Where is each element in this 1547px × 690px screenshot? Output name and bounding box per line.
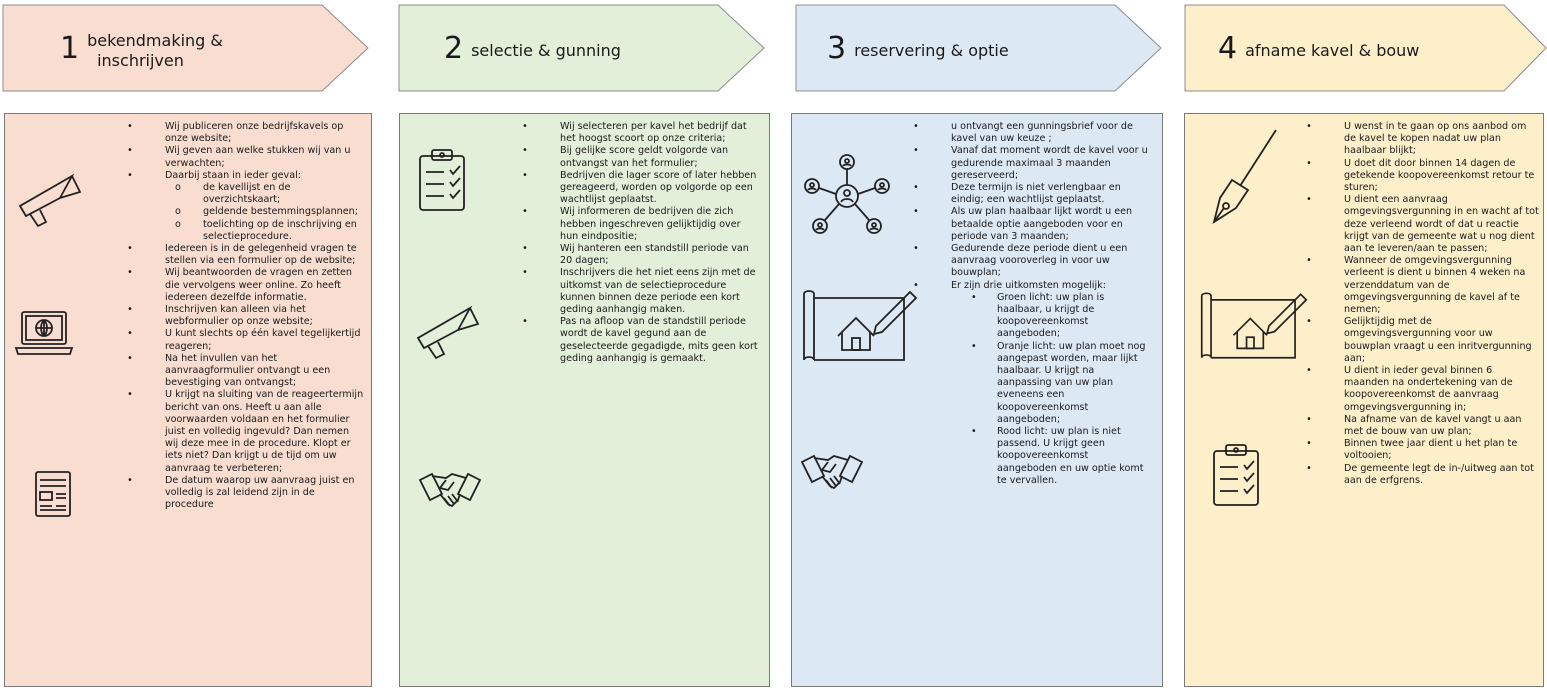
list-item: •U wenst in te gaan op ons aanbod om de … xyxy=(1306,121,1527,157)
list-item: •Inschrijven kan alleen via het webformu… xyxy=(127,304,313,328)
step-4-list: •U wenst in te gaan op ons aanbod om de … xyxy=(1306,121,1540,487)
list-item: •Binnen twee jaar dient u het plan te vo… xyxy=(1306,438,1518,462)
step-3-panel xyxy=(791,113,1163,687)
step-2-list: •Wij selecteren per kavel het bedrijf da… xyxy=(522,121,760,365)
list-item: •Na het invullen van het aanvraagformuli… xyxy=(127,352,331,389)
step-4-arrow: 4 afname kavel & bouw xyxy=(1184,4,1547,92)
fountain-pen-icon xyxy=(1206,128,1280,224)
step-title: bekendmaking &inschrijven xyxy=(87,31,223,70)
list-item: •Wij beantwoorden de vragen en zetten di… xyxy=(127,267,352,303)
sub-list-item: •Oranje licht: uw plan moet nog aangepas… xyxy=(971,340,1146,425)
list-item: •U kunt slechts op één kavel tegelijkert… xyxy=(127,328,361,352)
list-item: •Gelijktijdig met de omgevingsvergunning… xyxy=(1306,316,1532,364)
list-item: •Inschrijvers die het niet eens zijn met… xyxy=(522,267,756,316)
step-2-arrow: 2 selectie & gunning xyxy=(398,4,768,92)
list-item: •U doet dit door binnen 14 dagen de gete… xyxy=(1306,157,1535,194)
list-item: •Wij selecteren per kavel het bedrijf da… xyxy=(522,121,747,145)
list-item: •Na afname van de kavel vangt u aan met … xyxy=(1306,413,1522,438)
newspaper-icon xyxy=(32,468,76,520)
megaphone-icon xyxy=(414,300,486,362)
sub-list-item: •Groen licht: uw plan is haalbaar, u kri… xyxy=(971,291,1105,340)
arrow-shape xyxy=(795,4,1162,92)
list-item: •Er zijn drie uitkomsten mogelijk: •Groe… xyxy=(913,280,1151,487)
list-item: •U dient in ieder geval binnen 6 maanden… xyxy=(1306,365,1513,413)
handshake-icon xyxy=(418,470,482,516)
megaphone-icon xyxy=(16,168,88,230)
step-number: 2 xyxy=(444,30,464,66)
step-1-list: •Wij publiceren onze bedrijfskavels op o… xyxy=(127,121,365,512)
clipboard-checklist-icon xyxy=(1210,438,1262,512)
handshake-icon xyxy=(800,452,864,498)
arrow-shape xyxy=(398,4,765,92)
list-item: •Wij geven aan welke stukken wij van u v… xyxy=(127,145,351,169)
arrow-shape xyxy=(1184,4,1547,92)
list-item: •Deze termijn is niet verlengbaar en ein… xyxy=(913,182,1121,206)
list-item: •De datum waarop uw aanvraag juist en vo… xyxy=(127,474,355,511)
step-title: reservering & optie xyxy=(854,41,1009,60)
list-item: •Pas na afloop van de standstill periode… xyxy=(522,316,758,364)
list-item: •U dient een aanvraag omgevingsvergunnin… xyxy=(1306,194,1539,255)
list-item: •De gemeente legt de in-/uitweg aan tot … xyxy=(1306,462,1534,486)
list-item: •Bij gelijke score geldt volgorde van on… xyxy=(522,145,729,169)
step-3-arrow: 3 reservering & optie xyxy=(795,4,1165,92)
sub-list-item: •Rood licht: uw plan is niet passend. U … xyxy=(971,426,1144,486)
laptop-globe-icon xyxy=(14,308,74,360)
list-item: •Wij informeren de bedrijven die zich he… xyxy=(522,206,741,242)
step-title: afname kavel & bouw xyxy=(1245,41,1420,60)
step-4-panel xyxy=(1184,113,1544,687)
clipboard-checklist-icon xyxy=(416,148,468,212)
list-item: •u ontvangt een gunningsbrief voor de ka… xyxy=(913,121,1133,145)
house-blueprint-icon xyxy=(800,288,920,364)
list-item: •Wanneer de omgevingsvergunning verleent… xyxy=(1306,255,1526,316)
list-item: •Als uw plan haalbaar lijkt wordt u een … xyxy=(913,206,1133,242)
arrow-shape xyxy=(2,4,369,92)
house-blueprint-icon xyxy=(1198,290,1310,362)
list-item: •Wij publiceren onze bedrijfskavels op o… xyxy=(127,121,344,145)
list-item: •Gedurende deze periode dient u een aanv… xyxy=(913,243,1128,279)
step-number: 3 xyxy=(827,30,847,66)
list-item: •Vanaf dat moment wordt de kavel voor u … xyxy=(913,145,1148,181)
step-number: 1 xyxy=(60,30,80,66)
list-item: •Bedrijven die lager score of later hebb… xyxy=(522,169,757,206)
step-3-list: •u ontvangt een gunningsbrief voor de ka… xyxy=(913,121,1151,487)
step-number: 4 xyxy=(1218,30,1238,66)
list-item: •Wij hanteren een standstill periode van… xyxy=(522,243,749,267)
network-people-icon xyxy=(800,152,894,236)
list-item: •U krijgt na sluiting van de reageerterm… xyxy=(127,389,364,474)
step-title: selectie & gunning xyxy=(471,41,621,60)
list-item: •Iedereen is in de gelegenheid vragen te… xyxy=(127,243,357,267)
step-1-panel xyxy=(4,113,372,687)
step-2-panel xyxy=(399,113,770,687)
step-1-arrow: 1 bekendmaking &inschrijven xyxy=(2,4,372,92)
